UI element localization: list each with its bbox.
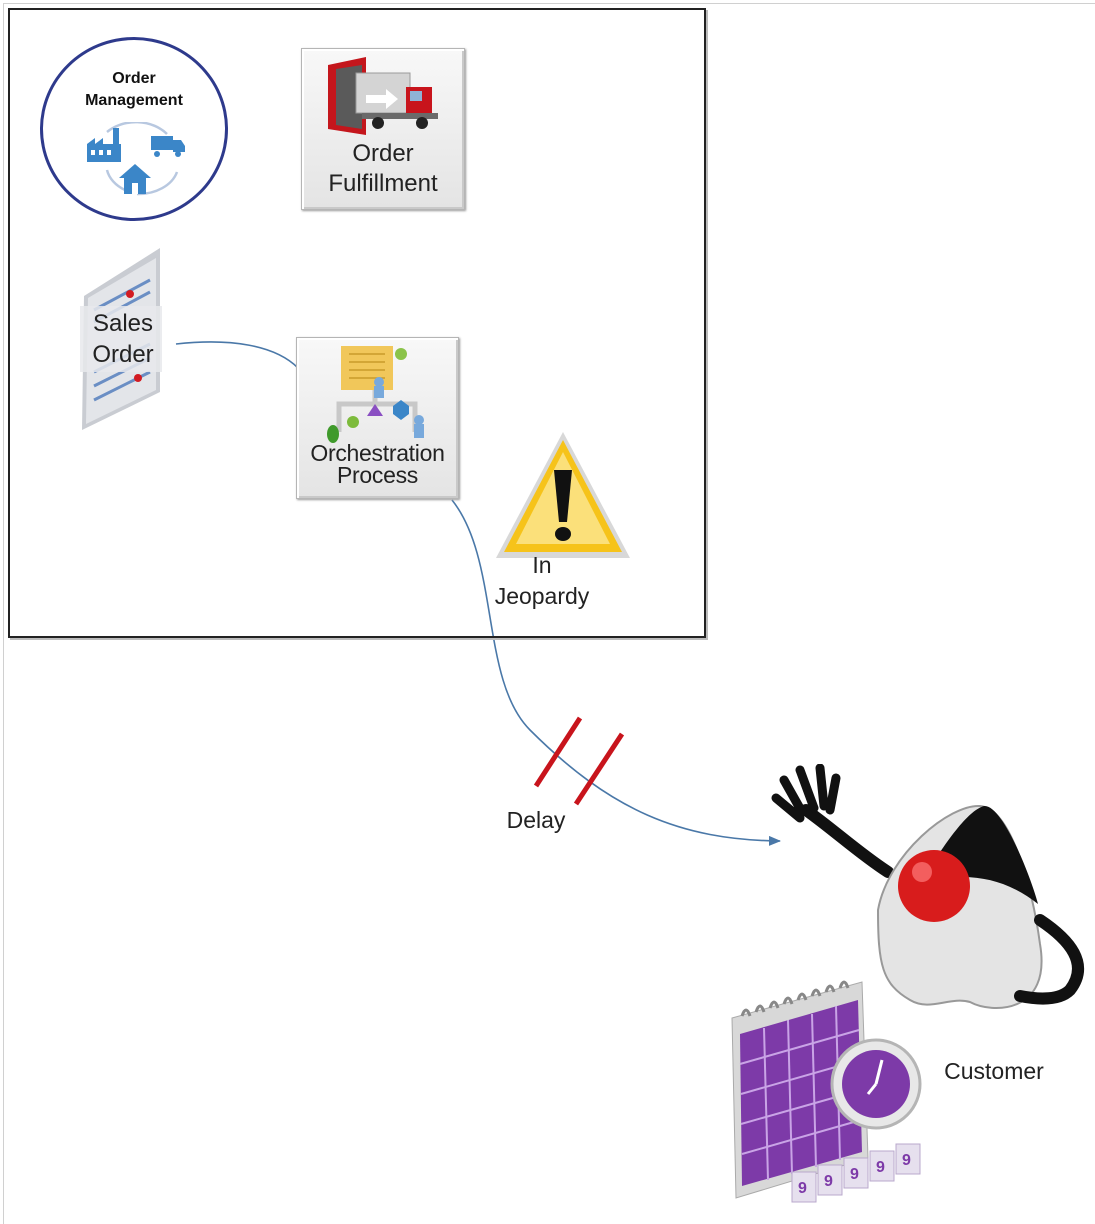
calendar-digit: 9 [902,1152,911,1169]
calendar-clock-icon: 9 9 9 9 9 [731,980,922,1203]
process-flow-icon [327,346,424,443]
order-management-boundary [8,8,706,638]
customer-label: Customer [944,1058,1044,1084]
in-jeopardy-label: In Jeopardy [494,552,590,609]
calendar-digit: 9 [824,1173,833,1190]
mascot-figure-icon [771,764,1085,1009]
orchestration-process-label: Orchestration Process [310,440,445,488]
warning-triangle-icon [496,432,630,558]
order-management-title: Order Management [85,70,183,109]
connector-orchestration-to-customer [451,499,781,846]
orchestration-process-tile: Orchestration Process [296,337,459,499]
order-management-badge: Order Management [40,37,228,221]
page-frame [3,3,1095,1224]
calendar-digit: 9 [850,1166,859,1183]
calendar-digits: 9 9 9 9 9 [798,1152,911,1197]
sales-order-document-icon [80,248,162,430]
truck-dock-icon [328,57,438,135]
calendar-digit: 9 [798,1180,807,1197]
order-fulfillment-label: Order Fulfillment [328,140,438,197]
calendar-digit: 9 [876,1159,885,1176]
connector-sales-to-orchestration [175,341,299,369]
delay-label: Delay [506,807,566,833]
order-fulfillment-tile: Order Fulfillment [301,48,465,210]
break-marker-icon [533,716,625,806]
sales-order-label: Sales Order [92,310,154,368]
order-management-cycle-icon [87,122,185,196]
